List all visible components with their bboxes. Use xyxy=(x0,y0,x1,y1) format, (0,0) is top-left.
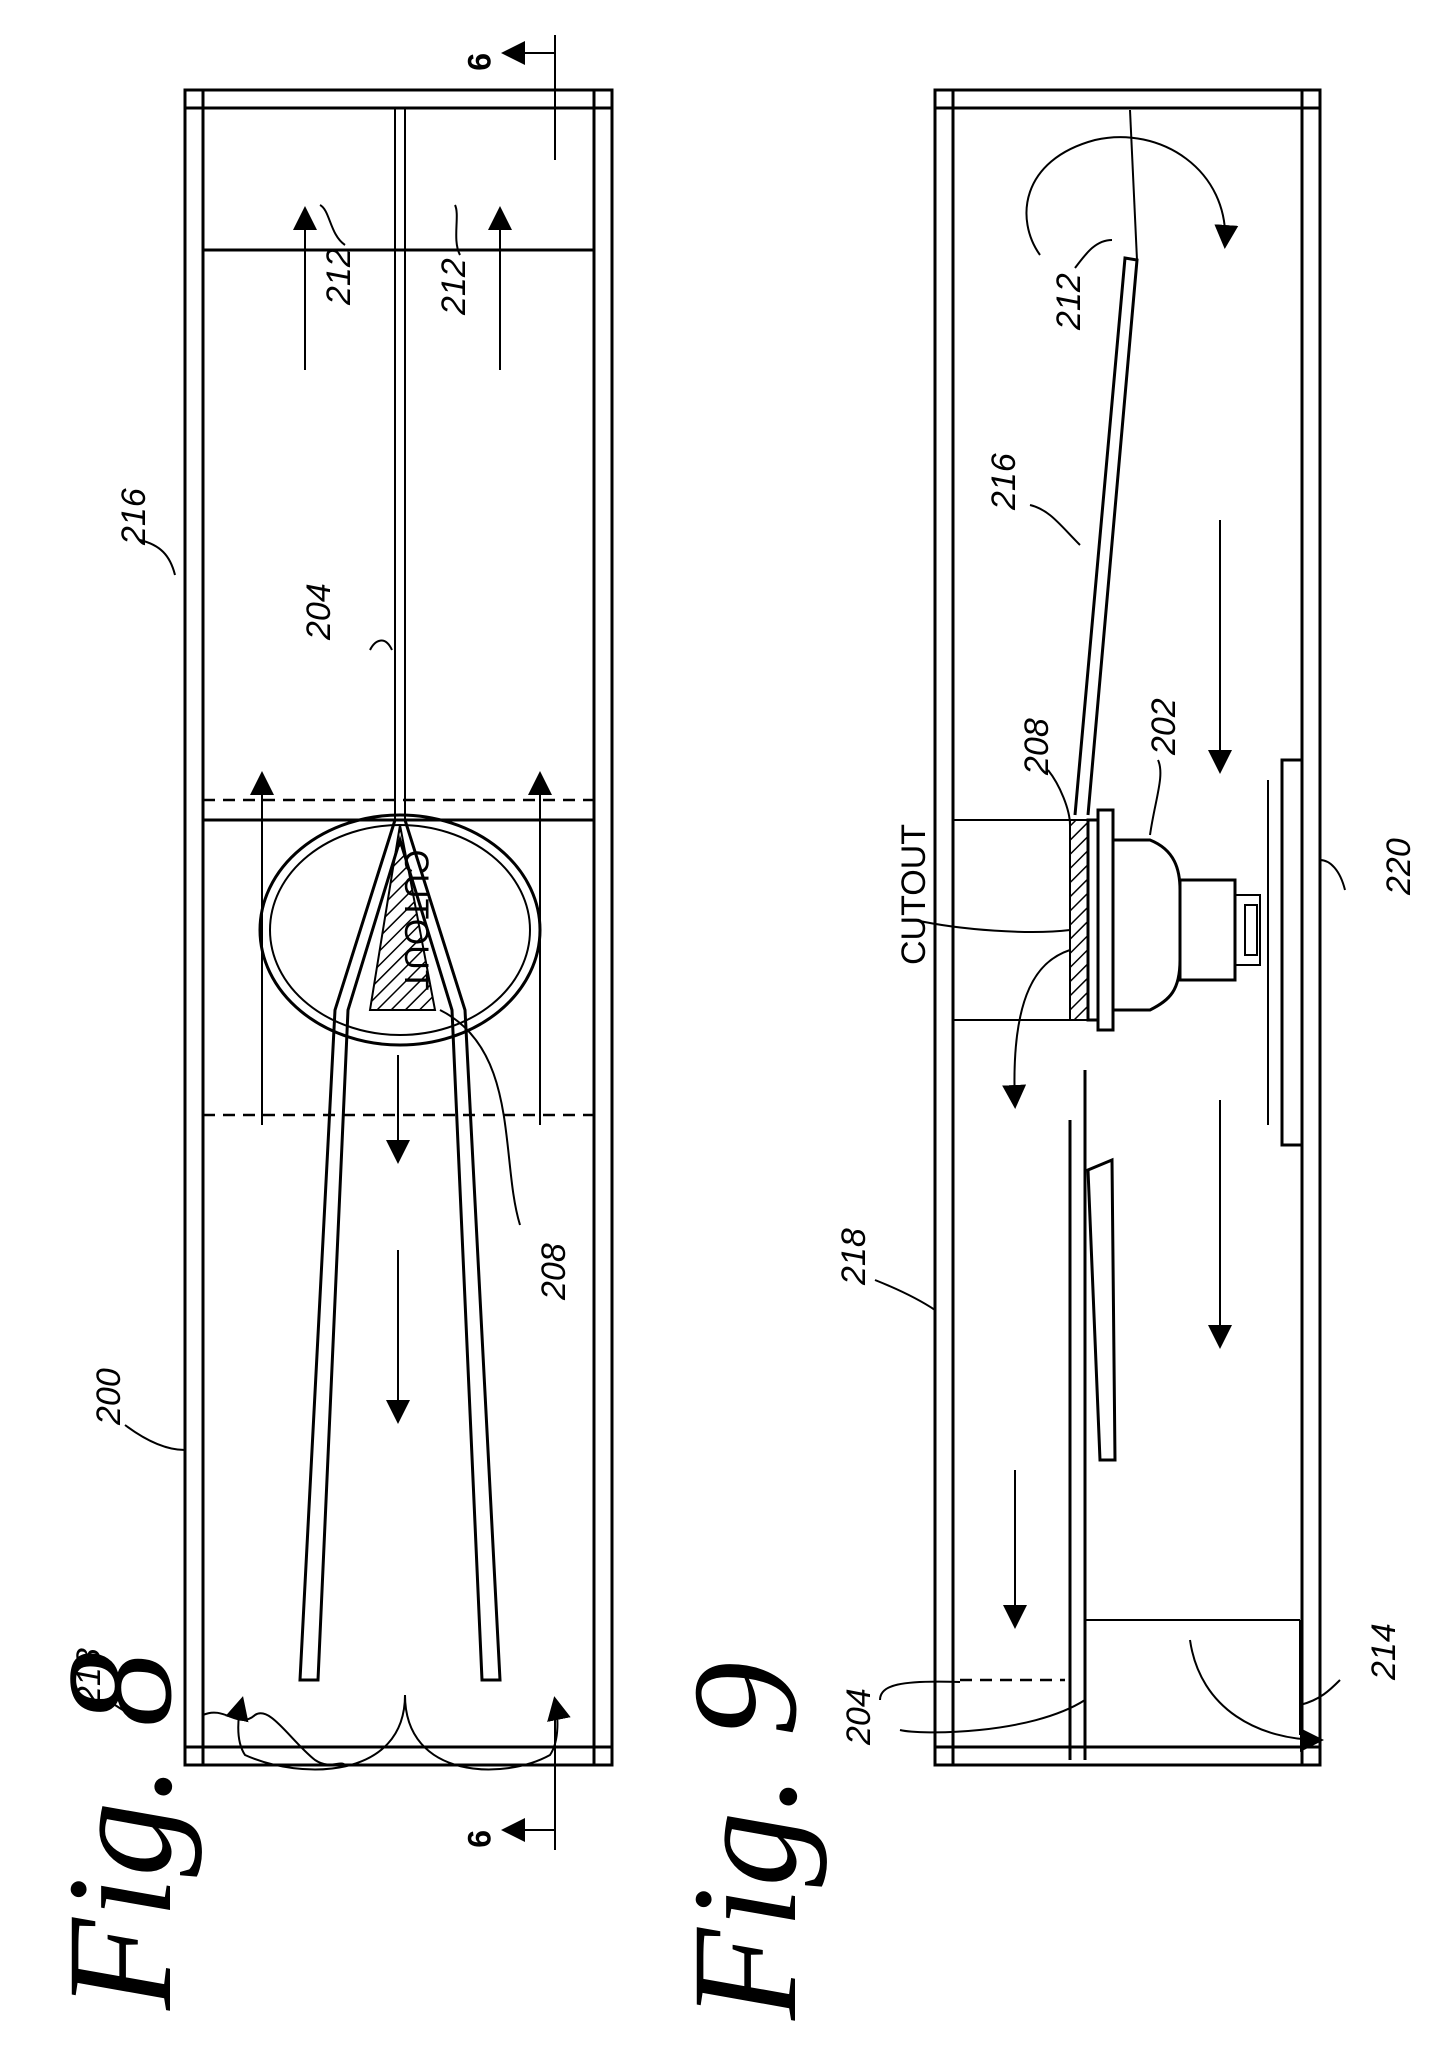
svg-text:214: 214 xyxy=(1365,1623,1403,1681)
svg-text:216: 216 xyxy=(985,453,1023,511)
svg-text:CUTOUT: CUTOUT xyxy=(895,824,933,965)
fig8-cutout-label: CUTOUT xyxy=(397,849,435,990)
svg-text:218: 218 xyxy=(835,1228,873,1286)
fig9-label: Fig. 9 xyxy=(662,1662,828,2021)
fig9-blade xyxy=(1073,256,1139,816)
figure-9: 212 216 208 202 220 CUTOUT 218 2 xyxy=(662,88,1418,2021)
fig8-cutout-region xyxy=(368,824,437,1011)
fig8-section-mark-top: 9 xyxy=(461,53,497,71)
fig9-ref-218: 218 xyxy=(835,1228,936,1311)
fig9-vent xyxy=(1280,758,1304,1147)
figure-8: CUTOUT 9 9 212 212 216 xyxy=(37,35,614,2011)
fig9-ref-220: 220 xyxy=(1319,838,1418,896)
fig9-cutout-region xyxy=(1069,819,1089,1021)
fig8-label: Fig. 8 xyxy=(37,1652,203,2011)
svg-text:200: 200 xyxy=(90,1368,128,1426)
fig9-ref-208: 208 xyxy=(1018,718,1071,826)
svg-text:218: 218 xyxy=(70,1648,108,1706)
fig9-lower-plate xyxy=(1086,1157,1117,1462)
fig8-ref-216: 216 xyxy=(115,488,176,576)
fig8-ref-212-right: 212 xyxy=(435,204,473,316)
fig9-fan-assembly xyxy=(1086,808,1261,1032)
svg-text:204: 204 xyxy=(300,583,338,641)
fig9-housing-frame xyxy=(933,88,1322,1767)
svg-text:220: 220 xyxy=(1380,838,1418,896)
svg-text:216: 216 xyxy=(115,488,153,546)
fig9-ref-204: 204 xyxy=(840,1680,1086,1746)
fig9-ref-216: 216 xyxy=(985,453,1081,546)
fig8-housing-frame xyxy=(183,88,614,1767)
fig9-ref-202: 202 xyxy=(1145,698,1183,836)
fig8-ref-218: 218 xyxy=(70,1648,161,1721)
svg-text:202: 202 xyxy=(1145,698,1183,756)
svg-text:208: 208 xyxy=(1018,718,1056,776)
svg-text:208: 208 xyxy=(535,1243,573,1301)
fig8-ref-208: 208 xyxy=(439,1009,573,1301)
fig9-ref-cutout: CUTOUT xyxy=(895,824,1071,965)
fig9-ref-214: 214 xyxy=(1299,1623,1403,1706)
fig8-section-mark-bottom: 9 xyxy=(461,1830,497,1848)
svg-text:212: 212 xyxy=(320,248,358,306)
fig8-ref-212-left: 212 xyxy=(319,204,358,306)
svg-text:212: 212 xyxy=(1050,273,1088,331)
svg-text:212: 212 xyxy=(435,258,473,316)
fig8-ref-204: 204 xyxy=(300,583,393,651)
svg-text:204: 204 xyxy=(840,1688,878,1746)
fig8-deflector xyxy=(298,818,502,1682)
fig9-ref-212: 212 xyxy=(1050,239,1113,331)
fig8-ref-200: 200 xyxy=(90,1368,186,1451)
